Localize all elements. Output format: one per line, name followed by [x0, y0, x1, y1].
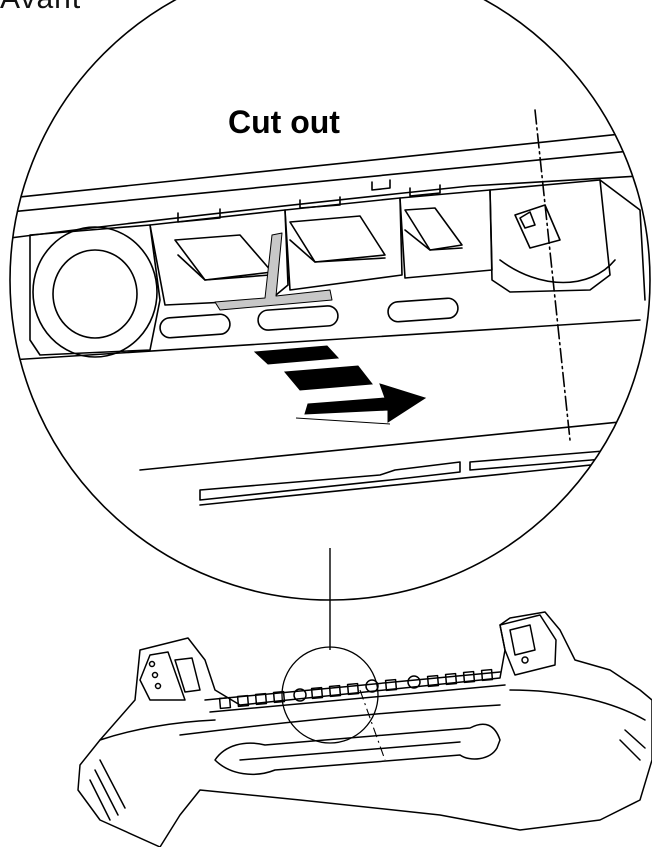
zoom-bay-3	[399, 189, 493, 279]
overview-axis-line	[359, 689, 386, 761]
bumper-right-bracket	[509, 624, 536, 656]
bumper-right-end	[499, 614, 557, 676]
zoom-detail	[10, 109, 646, 506]
zoom-tab-1-lower	[177, 254, 271, 281]
zoom-bay-2	[284, 197, 403, 291]
zoom-slot-2	[257, 305, 339, 331]
overview-detail-circle	[281, 646, 379, 744]
zoom-upper-edge	[10, 131, 641, 199]
zoom-tab-3-lower	[404, 229, 463, 251]
zoom-cut-highlight	[214, 232, 333, 311]
bumper-left-hole-3	[154, 682, 162, 690]
bumper-overview	[77, 611, 652, 847]
bumper-outline	[77, 611, 652, 847]
bumper-left-bracket	[174, 657, 201, 693]
zoom-right-wall	[599, 179, 646, 301]
bumper-top-rail-2	[209, 684, 506, 713]
bumper-diffuser	[214, 723, 501, 776]
zoom-notch-4	[371, 179, 391, 191]
arrow-bar-2	[283, 365, 373, 391]
zoom-notch-1	[177, 208, 221, 223]
callout-title: Cut out	[228, 104, 340, 140]
zoom-slot-3	[387, 297, 459, 323]
zoom-lower-line-2	[199, 459, 641, 506]
arrow-outline	[295, 417, 391, 425]
zoom-mid-line	[10, 319, 641, 361]
zoom-clip-body	[514, 204, 561, 249]
top-label: Avant	[0, 0, 81, 16]
direction-arrow	[253, 345, 427, 423]
zoom-notch-3	[409, 184, 441, 197]
bumper-right-edge-detail	[619, 729, 646, 761]
bumper-left-hole-1	[148, 660, 156, 668]
zoom-tab-2-lower	[289, 239, 386, 263]
zoom-right-curve	[499, 259, 616, 284]
bumper-clip-row	[218, 668, 494, 710]
bumper-left-hole-2	[151, 671, 159, 679]
zoom-slot-1	[159, 313, 231, 339]
bumper-top-rail	[204, 671, 501, 701]
zoom-round-lamp-outer	[32, 226, 158, 358]
zoom-clip-housing	[489, 179, 611, 293]
zoom-bay-1	[149, 209, 289, 306]
arrow-bar-1	[253, 345, 340, 365]
bumper-left-edge-detail	[89, 759, 126, 821]
zoom-tab-3	[404, 207, 463, 251]
zoom-clip-detail	[519, 211, 536, 229]
arrow-head	[304, 383, 427, 423]
zoom-axis-line	[534, 109, 571, 441]
bumper-left-end	[139, 651, 186, 701]
bumper-sweep-right	[509, 689, 646, 721]
zoom-lower-strip-right	[469, 447, 641, 471]
bumper-right-hole	[521, 656, 529, 664]
zoom-upper-edge-2	[10, 149, 641, 213]
bumper-lower-sweep	[179, 704, 501, 736]
bumper-sweep-left	[99, 719, 216, 741]
zoom-round-lamp-inner	[52, 249, 138, 339]
zoom-lower-line-1	[139, 419, 641, 471]
zoom-tab-2	[289, 215, 386, 263]
bumper-diffuser-inner	[239, 741, 461, 761]
zoom-tab-1	[174, 234, 273, 281]
zoom-lower-strip	[199, 461, 461, 501]
zoom-notch-2	[299, 196, 341, 209]
